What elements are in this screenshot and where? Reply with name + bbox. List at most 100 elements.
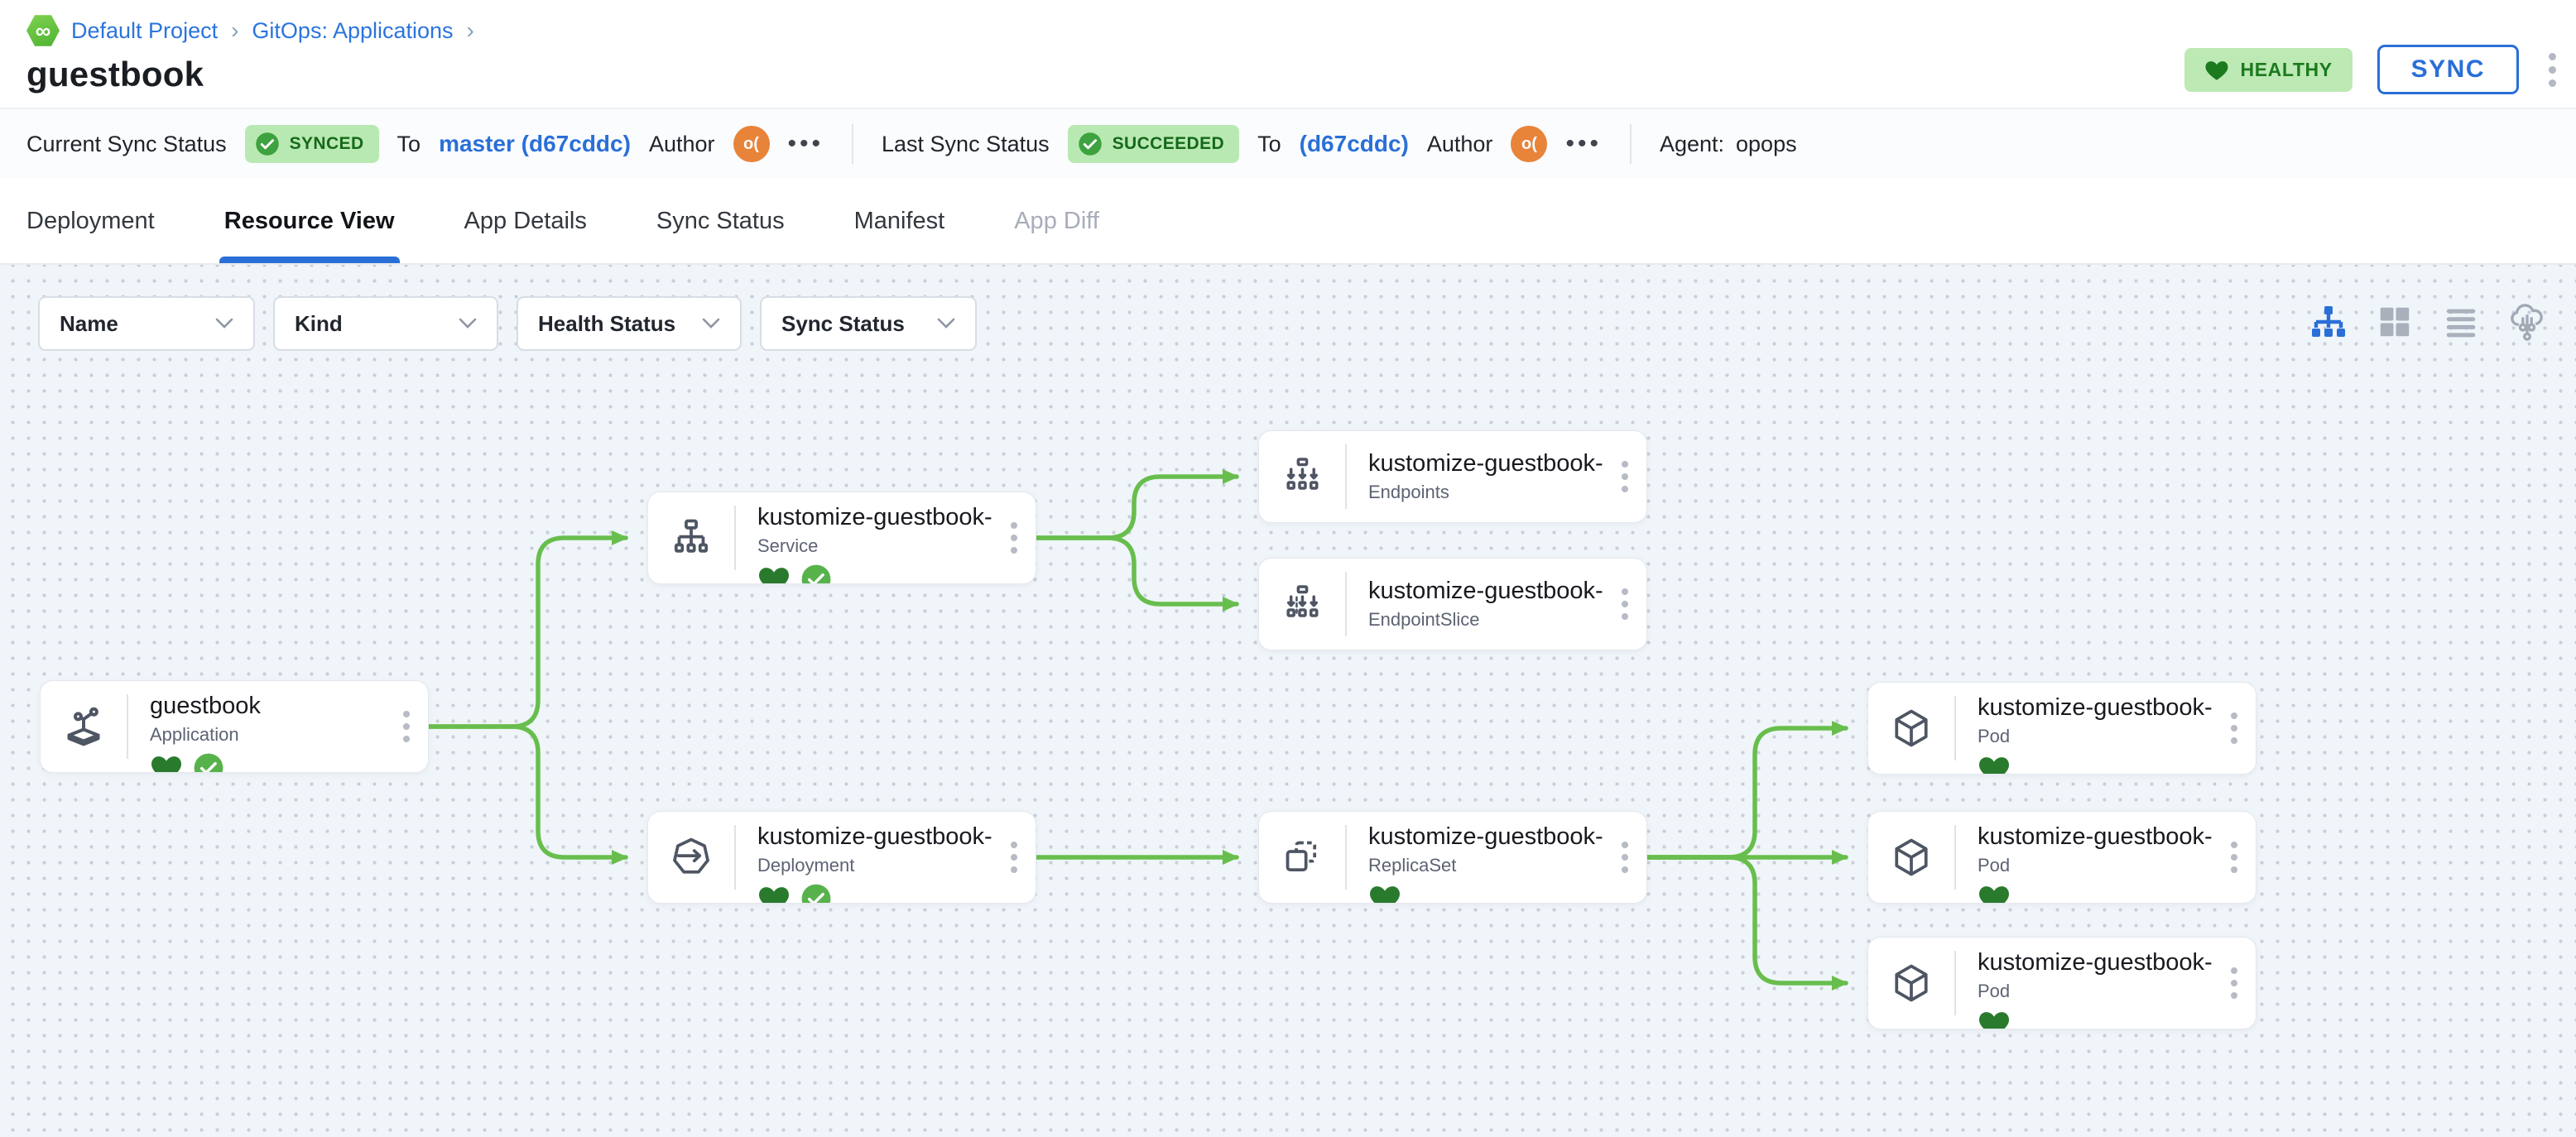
health-status-filter-dropdown[interactable]: Health Status [517, 296, 742, 351]
current-sync-status-text: SYNCED [289, 134, 364, 153]
node-kebab-menu-icon[interactable] [1603, 431, 1646, 522]
agent-group: Agent: opops [1660, 132, 1797, 157]
tree-node-endpoints[interactable]: kustomize-guestbook-ui Endpoints [1258, 430, 1647, 523]
tree-view-icon[interactable] [2308, 301, 2349, 343]
node-kind: Application [150, 724, 239, 745]
filter-bar: Name Kind Health Status Sync Status [38, 296, 977, 351]
tab-app-diff: App Diff [1014, 207, 1099, 234]
chevron-down-icon [702, 318, 720, 329]
breadcrumb-gitops-link[interactable]: GitOps: Applications [252, 17, 454, 43]
tree-node-application-guestbook[interactable]: guestbook Application [40, 680, 429, 773]
last-sync-status-badge: SUCCEEDED [1067, 125, 1240, 163]
healthy-heart-icon [759, 568, 789, 583]
project-icon: ∞ [26, 15, 60, 46]
tree-node-pod-1[interactable]: kustomize-guestbook-ui-... Pod [1867, 682, 2256, 775]
breadcrumb-project-link[interactable]: Default Project [71, 17, 219, 43]
node-kebab-menu-icon[interactable] [2213, 938, 2256, 1029]
last-sync-group: Last Sync Status SUCCEEDED To (d67cddc) … [882, 125, 1602, 163]
to-label: To [396, 131, 421, 156]
node-kebab-menu-icon[interactable] [992, 812, 1036, 903]
synced-check-icon [194, 753, 223, 772]
current-sync-status-badge: SYNCED [244, 125, 379, 163]
name-filter-label: Name [60, 310, 118, 336]
node-name: kustomize-guestbook-ui-... [1978, 949, 2213, 976]
health-status-badge: HEALTHY [2184, 47, 2353, 92]
last-sync-label: Last Sync Status [882, 131, 1050, 156]
tab-app-details[interactable]: App Details [464, 207, 587, 234]
sync-filter-label: Sync Status [781, 310, 905, 336]
to-label: To [1257, 131, 1281, 156]
check-circle-icon [255, 132, 279, 156]
node-name: kustomize-guestbook-ui-... [1368, 823, 1603, 850]
header-kebab-menu-icon[interactable] [2544, 48, 2561, 92]
tree-node-pod-3[interactable]: kustomize-guestbook-ui-... Pod [1867, 937, 2256, 1029]
author-label: Author [648, 131, 715, 156]
list-view-icon[interactable] [2440, 301, 2482, 343]
healthy-heart-icon [1370, 886, 1400, 903]
divider [734, 506, 736, 570]
last-sync-status-text: SUCCEEDED [1112, 134, 1225, 153]
page-title: guestbook [26, 55, 204, 94]
node-kebab-menu-icon[interactable] [2213, 812, 2256, 903]
view-mode-switcher [2308, 301, 2548, 343]
divider [1345, 825, 1347, 890]
tab-manifest[interactable]: Manifest [853, 207, 945, 234]
name-filter-dropdown[interactable]: Name [38, 296, 255, 351]
heart-icon [2205, 60, 2228, 80]
node-kind: Pod [1978, 726, 2011, 746]
node-kind: Pod [1978, 981, 2011, 1001]
cloud-topology-view-icon[interactable] [2506, 301, 2548, 343]
tab-bar: Deployment Resource View App Details Syn… [0, 179, 2576, 265]
header-actions: HEALTHY SYNC [2184, 45, 2561, 94]
current-sync-group: Current Sync Status SYNCED To master (d6… [26, 125, 824, 163]
current-revision-link[interactable]: master (d67cddc) [439, 131, 631, 156]
node-name: kustomize-guestbook-ui-... [1978, 823, 2213, 850]
pod-icon [1868, 812, 1954, 903]
node-name: kustomize-guestbook-ui [757, 504, 992, 530]
synced-check-icon [801, 884, 831, 903]
current-sync-label: Current Sync Status [26, 131, 227, 156]
tab-deployment[interactable]: Deployment [26, 207, 155, 234]
application-icon [41, 681, 127, 772]
tree-node-pod-2[interactable]: kustomize-guestbook-ui-... Pod [1867, 811, 2256, 904]
tab-sync-status[interactable]: Sync Status [656, 207, 785, 234]
grid-view-icon[interactable] [2374, 301, 2415, 343]
tree-node-service[interactable]: kustomize-guestbook-ui Service [647, 492, 1036, 584]
chevron-down-icon [937, 318, 955, 329]
commit-more-button[interactable]: ••• [787, 130, 824, 157]
check-circle-icon [1078, 132, 1102, 156]
resource-tree-canvas[interactable]: Name Kind Health Status Sync Status [0, 265, 2576, 1137]
tab-resource-view[interactable]: Resource View [219, 179, 400, 263]
kind-filter-dropdown[interactable]: Kind [273, 296, 498, 351]
node-kebab-menu-icon[interactable] [2213, 683, 2256, 774]
tree-node-deployment[interactable]: kustomize-guestbook-ui Deployment [647, 811, 1036, 904]
divider [1954, 951, 1956, 1015]
healthy-heart-icon [759, 887, 789, 903]
author-avatar: o( [1511, 126, 1548, 162]
endpointslice-icon [1259, 559, 1345, 650]
node-kebab-menu-icon[interactable] [1603, 812, 1646, 903]
breadcrumb: ∞ Default Project › GitOps: Applications… [26, 13, 2546, 48]
agent-label: Agent: [1659, 131, 1725, 156]
commit-more-button[interactable]: ••• [1565, 130, 1602, 157]
sync-button[interactable]: SYNC [2377, 45, 2519, 94]
node-kind: Service [757, 535, 819, 556]
node-kind: Deployment [757, 855, 855, 876]
node-name: kustomize-guestbook-ui-... [1368, 578, 1603, 604]
divider [1345, 572, 1347, 636]
node-name: kustomize-guestbook-ui [1368, 450, 1603, 477]
author-avatar: o( [733, 126, 770, 162]
sync-status-filter-dropdown[interactable]: Sync Status [760, 296, 977, 351]
deployment-icon [648, 812, 734, 903]
tree-node-endpointslice[interactable]: kustomize-guestbook-ui-... EndpointSlice [1258, 558, 1647, 650]
healthy-heart-icon [151, 756, 181, 772]
healthy-heart-icon [1979, 1012, 2009, 1029]
node-kebab-menu-icon[interactable] [385, 681, 428, 772]
node-kebab-menu-icon[interactable] [992, 492, 1036, 583]
node-name: guestbook [150, 693, 261, 719]
tree-node-replicaset[interactable]: kustomize-guestbook-ui-... ReplicaSet [1258, 811, 1647, 904]
health-filter-label: Health Status [538, 310, 676, 336]
last-revision-link[interactable]: (d67cddc) [1299, 131, 1409, 156]
chevron-down-icon [215, 318, 233, 329]
node-kebab-menu-icon[interactable] [1603, 559, 1646, 650]
